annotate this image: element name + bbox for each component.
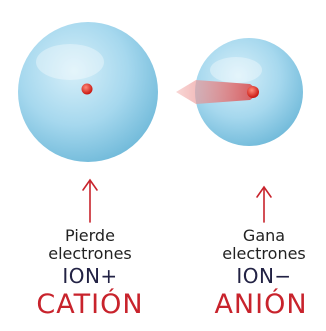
cation-atom: [18, 22, 158, 162]
cation-arrow: [83, 180, 97, 222]
anion-nucleus: [247, 86, 259, 98]
electron-trail: [176, 80, 256, 104]
cation-sphere-highlight: [36, 44, 104, 80]
cation-line2: electrones: [30, 246, 150, 262]
anion-line1: Gana: [214, 228, 314, 244]
cation-line1: Pierde: [40, 228, 140, 244]
anion-line2: electrones: [204, 246, 324, 262]
anion-sphere-highlight: [210, 57, 262, 83]
cation-nucleus: [82, 84, 93, 95]
cation-ion-label: ION+: [40, 266, 140, 286]
anion-atom: [176, 38, 303, 146]
anion-name: ANIÓN: [196, 291, 326, 318]
anion-ion-label: ION−: [214, 266, 314, 286]
anion-arrow: [257, 187, 271, 222]
cation-name: CATIÓN: [12, 291, 168, 318]
